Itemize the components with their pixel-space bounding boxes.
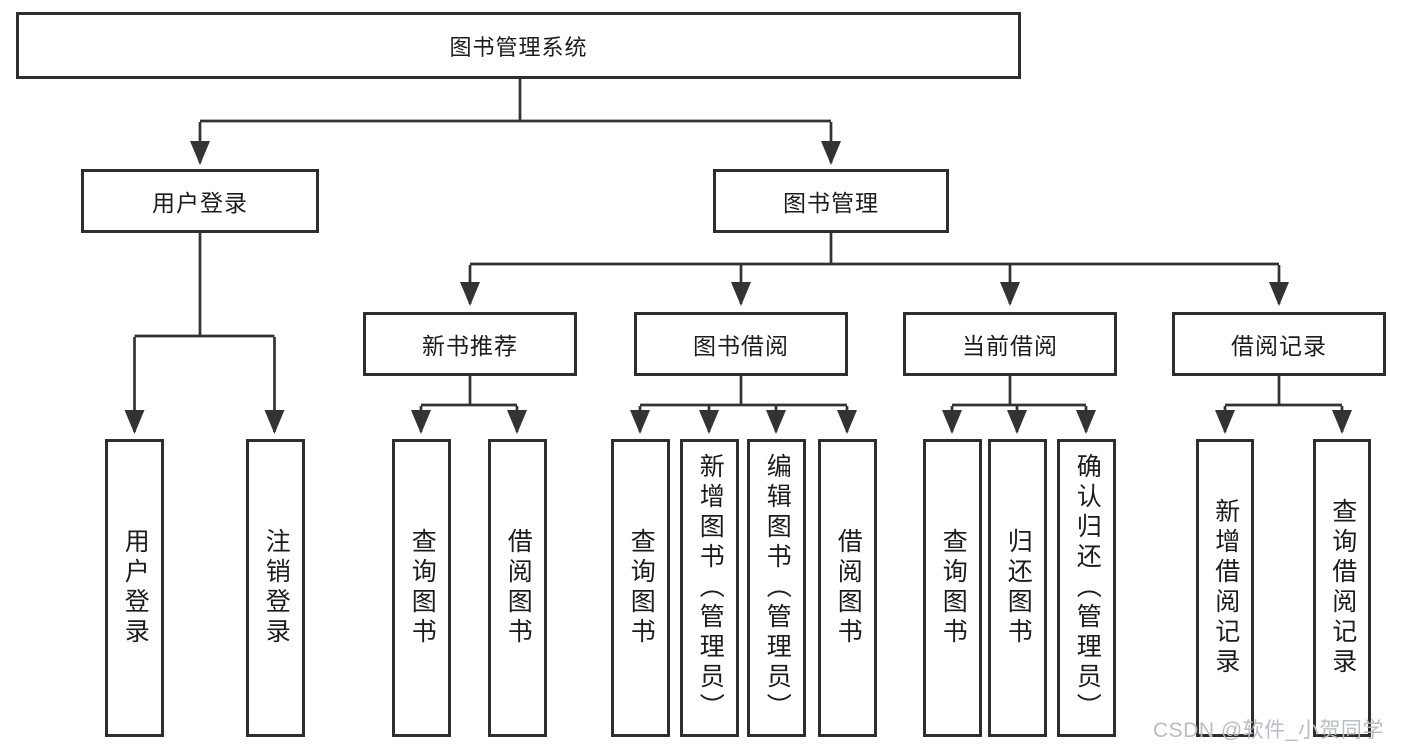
leaf-add-book-admin: 新增图书（管理员）: [680, 439, 739, 737]
node-current-borrow: 当前借阅: [903, 312, 1117, 376]
leaf-logout: 注销登录: [246, 439, 305, 737]
leaf-query-books-recommend: 查询图书: [392, 439, 451, 737]
leaf-borrow-books-recommend: 借阅图书: [488, 439, 547, 737]
leaf-user-login: 用户登录: [105, 439, 164, 737]
node-borrow-records: 借阅记录: [1172, 312, 1386, 376]
leaf-query-books-current: 查询图书: [923, 439, 982, 737]
leaf-add-borrow-record: 新增借阅记录: [1196, 439, 1254, 737]
csdn-watermark: CSDN @软件_小贺同学: [1153, 719, 1384, 742]
leaf-return-book: 归还图书: [988, 439, 1047, 737]
leaf-borrow-books: 借阅图书: [818, 439, 877, 737]
node-book-management: 图书管理: [713, 169, 949, 233]
leaf-confirm-return-admin: 确认归还（管理员）: [1057, 439, 1116, 737]
leaf-edit-book-admin: 编辑图书（管理员）: [747, 439, 806, 737]
leaf-query-borrow-record: 查询借阅记录: [1313, 439, 1371, 737]
leaf-query-books-borrow: 查询图书: [611, 439, 670, 737]
node-library-management-system: 图书管理系统: [16, 12, 1021, 79]
node-user-login: 用户登录: [81, 169, 319, 233]
node-book-borrow: 图书借阅: [634, 312, 848, 376]
node-new-book-recommend: 新书推荐: [363, 312, 577, 376]
